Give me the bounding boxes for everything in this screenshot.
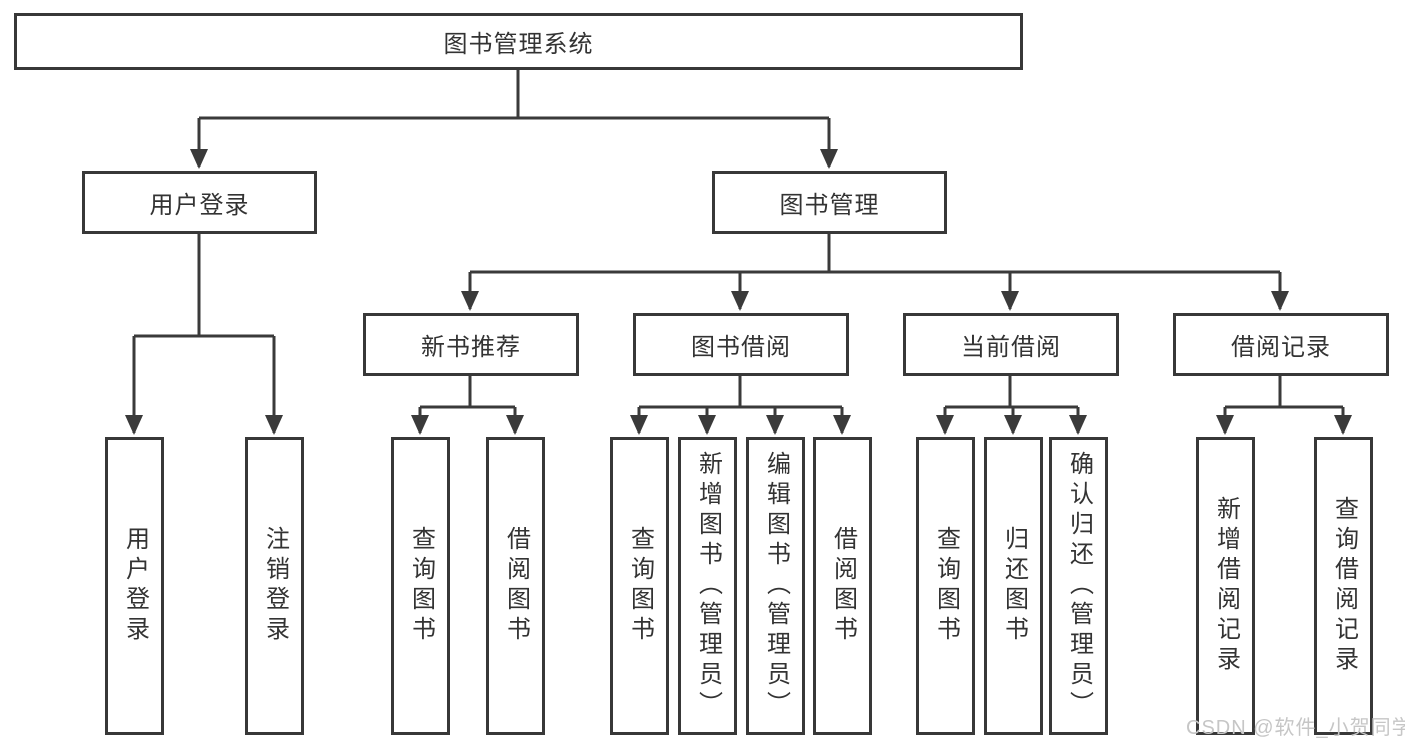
edges-new-book-recommend bbox=[411, 376, 524, 435]
leaf-return-books: 归还图书 bbox=[984, 437, 1043, 735]
node-label: 新增图书（管理员） bbox=[694, 451, 722, 721]
watermark: CSDN @软件_小贺同学 bbox=[1186, 717, 1405, 739]
node-label: 当前借阅 bbox=[961, 334, 1061, 361]
node-label: 编辑图书（管理员） bbox=[762, 451, 790, 721]
node-label: 归还图书 bbox=[1000, 526, 1028, 646]
leaf-edit-books-admin: 编辑图书（管理员） bbox=[746, 437, 805, 735]
leaf-search-books-current: 查询图书 bbox=[916, 437, 975, 735]
node-label: 查询图书 bbox=[407, 526, 435, 646]
edges-root bbox=[190, 69, 838, 169]
node-label: 图书管理 bbox=[779, 192, 880, 219]
edges-current-borrow bbox=[936, 376, 1087, 435]
node-label: 注销登录 bbox=[261, 526, 289, 646]
node-label: 图书借阅 bbox=[691, 334, 791, 361]
leaf-search-books-recommend: 查询图书 bbox=[391, 437, 450, 735]
node-label: 用户登录 bbox=[149, 192, 250, 219]
node-borrow-records: 借阅记录 bbox=[1173, 313, 1389, 376]
node-book-management: 图书管理 bbox=[712, 171, 947, 234]
edges-book-borrow bbox=[630, 376, 851, 435]
leaf-search-borrow-record: 查询借阅记录 bbox=[1314, 437, 1373, 735]
leaf-borrow-books: 借阅图书 bbox=[813, 437, 872, 735]
edges-user-login bbox=[125, 234, 283, 435]
leaf-add-books-admin: 新增图书（管理员） bbox=[678, 437, 737, 735]
node-label: 借阅图书 bbox=[502, 526, 530, 646]
node-label: 查询图书 bbox=[626, 526, 654, 646]
node-label: 确认归还（管理员） bbox=[1065, 451, 1093, 721]
node-label: 新增借阅记录 bbox=[1212, 496, 1240, 676]
leaf-user-login: 用户登录 bbox=[105, 437, 164, 735]
node-label: 新书推荐 bbox=[421, 334, 521, 361]
node-label: 用户登录 bbox=[121, 526, 149, 646]
node-label: 借阅记录 bbox=[1231, 334, 1331, 361]
edges-borrow-records bbox=[1216, 376, 1352, 435]
leaf-logout-login: 注销登录 bbox=[245, 437, 304, 735]
leaf-borrow-books-recommend: 借阅图书 bbox=[486, 437, 545, 735]
node-label: 查询图书 bbox=[932, 526, 960, 646]
edges-book-management bbox=[461, 234, 1289, 311]
node-label: 借阅图书 bbox=[829, 526, 857, 646]
node-root: 图书管理系统 bbox=[14, 13, 1023, 70]
node-label: 图书管理系统 bbox=[443, 31, 594, 58]
node-book-borrow: 图书借阅 bbox=[633, 313, 849, 376]
leaf-confirm-return-admin: 确认归还（管理员） bbox=[1049, 437, 1108, 735]
node-label: 查询借阅记录 bbox=[1330, 496, 1358, 676]
node-user-login: 用户登录 bbox=[82, 171, 317, 234]
node-current-borrow: 当前借阅 bbox=[903, 313, 1119, 376]
leaf-add-borrow-record: 新增借阅记录 bbox=[1196, 437, 1255, 735]
node-new-book-recommend: 新书推荐 bbox=[363, 313, 579, 376]
leaf-search-books-borrow: 查询图书 bbox=[610, 437, 669, 735]
